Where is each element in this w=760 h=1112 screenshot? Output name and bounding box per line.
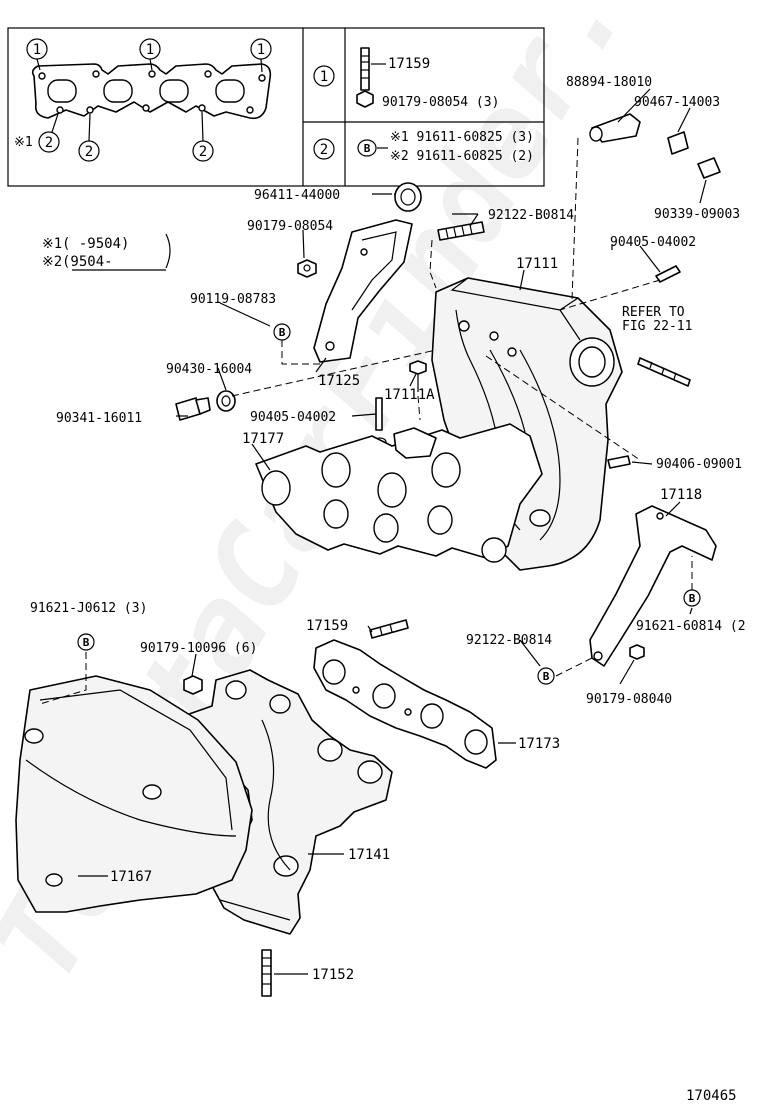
bolt-symbol-91621-J0612 bbox=[77, 633, 95, 651]
bolt-symbol-icon bbox=[357, 139, 377, 157]
label-17111: 17111 bbox=[516, 256, 558, 272]
callout-1-right: 1 bbox=[250, 38, 272, 73]
drain-plug-90341 bbox=[175, 397, 211, 421]
label-17159: 17159 bbox=[306, 618, 348, 634]
svg-text:B: B bbox=[279, 326, 286, 339]
boss-block bbox=[393, 427, 437, 459]
callout-2-c: 2 bbox=[192, 111, 214, 162]
callout-2-b: 2 bbox=[78, 113, 100, 162]
label-refer-2: FIG 22-11 bbox=[622, 319, 692, 334]
label-17141: 17141 bbox=[348, 847, 390, 863]
label-90341: 90341-16011 bbox=[56, 411, 142, 426]
svg-text:1: 1 bbox=[146, 42, 154, 58]
label-90406: 90406-09001 bbox=[656, 457, 742, 472]
svg-text:2: 2 bbox=[320, 142, 328, 158]
exhaust-gasket-17173 bbox=[313, 639, 497, 769]
label-91621-j: 91621-J0612 (3) bbox=[30, 601, 147, 616]
manifold-stay-17118 bbox=[589, 505, 717, 667]
svg-text:2: 2 bbox=[85, 144, 93, 160]
manifold-stay-17125 bbox=[313, 219, 413, 363]
leader-lines bbox=[78, 88, 707, 975]
callout-2-a: 2 bbox=[38, 113, 60, 153]
label-92122-bot: 92122-B0814 bbox=[466, 633, 552, 648]
label-90179-08054: 90179-08054 bbox=[247, 219, 333, 234]
heat-insulator-17167 bbox=[15, 675, 253, 913]
label-17152: 17152 bbox=[312, 967, 354, 983]
note-mark: ※1 bbox=[14, 135, 33, 150]
clamp-90467 bbox=[667, 131, 689, 155]
label-88894: 88894-18010 bbox=[566, 75, 652, 90]
svg-text:2: 2 bbox=[45, 135, 53, 151]
svg-text:※1: ※1 bbox=[42, 236, 62, 252]
svg-text:※2: ※2 bbox=[42, 254, 62, 270]
callout-1-left: 1 bbox=[26, 38, 48, 71]
label-17118: 17118 bbox=[660, 487, 702, 503]
svg-text:1: 1 bbox=[320, 69, 328, 85]
intake-gasket-17177 bbox=[255, 423, 543, 563]
gasket-90430 bbox=[216, 390, 236, 412]
pcv-fitting-88894 bbox=[589, 113, 641, 143]
label-17177: 17177 bbox=[242, 431, 284, 447]
label-96411: 96411-44000 bbox=[254, 188, 340, 203]
svg-text:※2 91611-60825 (2): ※2 91611-60825 (2) bbox=[390, 149, 534, 164]
svg-text:(9504-: (9504- bbox=[62, 254, 113, 270]
label-17173: 17173 bbox=[518, 736, 560, 752]
label-90405-b: 90405-04002 bbox=[250, 410, 336, 425]
label-17167: 17167 bbox=[110, 869, 152, 885]
label-17125: 17125 bbox=[318, 373, 360, 389]
label-90405-a: 90405-04002 bbox=[610, 235, 696, 250]
stud-icon bbox=[360, 47, 370, 91]
svg-text:90179-08054 (3): 90179-08054 (3) bbox=[382, 95, 499, 110]
bolt-90406 bbox=[607, 455, 631, 469]
svg-text:1: 1 bbox=[257, 42, 265, 58]
nut-90179-08054 bbox=[297, 259, 317, 278]
date-notes: ※1 ( -9504) ※2 (9504- bbox=[42, 233, 171, 271]
gasket-illustration bbox=[31, 63, 272, 120]
label-17111A: 17111A bbox=[384, 387, 435, 403]
plug-96411 bbox=[394, 182, 422, 212]
legend-frame bbox=[7, 27, 545, 187]
svg-text:B: B bbox=[83, 636, 90, 649]
hose-90339 bbox=[697, 157, 721, 179]
label-90179-10096: 90179-10096 (6) bbox=[140, 641, 257, 656]
label-92122-top: 92122-B0814 bbox=[488, 208, 574, 223]
svg-text:2: 2 bbox=[199, 144, 207, 160]
label-91621-60814: 91621-60814 (2 bbox=[636, 619, 746, 634]
callout-1-mid: 1 bbox=[139, 38, 161, 71]
svg-text:※1 91611-60825 (3): ※1 91611-60825 (3) bbox=[390, 130, 534, 145]
label-90467: 90467-14003 bbox=[634, 95, 720, 110]
svg-text:B: B bbox=[543, 670, 550, 683]
svg-text:B: B bbox=[364, 142, 371, 155]
label-refer-1: REFER TO bbox=[622, 305, 685, 320]
label-90339: 90339-09003 bbox=[654, 207, 740, 222]
legend-row-1: 1 17159 90179-08054 (3) bbox=[313, 47, 499, 110]
legend-box: 1 1 1 ※1 2 2 2 1 bbox=[7, 27, 545, 187]
label-90430: 90430-16004 bbox=[166, 362, 252, 377]
stud-17152 bbox=[261, 949, 272, 997]
figure-number: 170465 bbox=[686, 1088, 737, 1104]
long-stud-refer bbox=[637, 357, 691, 387]
part-labels: 88894-18010 90467-14003 90339-09003 9641… bbox=[30, 75, 746, 1104]
stud-17159 bbox=[369, 619, 409, 639]
nut-icon bbox=[356, 90, 374, 108]
svg-text:1: 1 bbox=[33, 42, 41, 58]
bolt-90179-08040 bbox=[629, 644, 645, 660]
bolt-symbol-92122-bot bbox=[537, 667, 555, 685]
nut-90179-10096 bbox=[183, 675, 203, 695]
stud-92122-top bbox=[437, 221, 485, 241]
svg-text:B: B bbox=[689, 592, 696, 605]
label-90179-08040: 90179-08040 bbox=[586, 692, 672, 707]
svg-text:( -9504): ( -9504) bbox=[62, 236, 129, 252]
label-90119: 90119-08783 bbox=[190, 292, 276, 307]
legend-row-2: 2 B ※1 91611-60825 (3) ※2 91611-60825 (2… bbox=[313, 130, 534, 164]
svg-text:17159: 17159 bbox=[388, 56, 430, 72]
bolt-17111A bbox=[409, 360, 427, 392]
dashed-assembly-lines bbox=[39, 137, 693, 705]
